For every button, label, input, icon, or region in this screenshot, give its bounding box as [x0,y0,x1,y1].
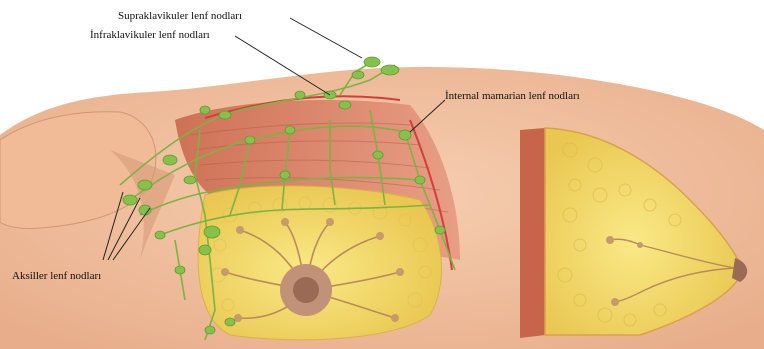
label-infraclavicular-nodes: İnfraklavikuler lenf nodları [90,29,210,41]
label-supraclavicular-nodes: Supraklavikuler lenf nodları [118,10,242,22]
cross-section-muscle [520,128,545,338]
nipple [293,277,319,303]
label-axillary-nodes: Aksiller lenf nodları [12,270,101,282]
label-internal-mammary-nodes: İnternal mamarian lenf nodları [445,90,580,102]
